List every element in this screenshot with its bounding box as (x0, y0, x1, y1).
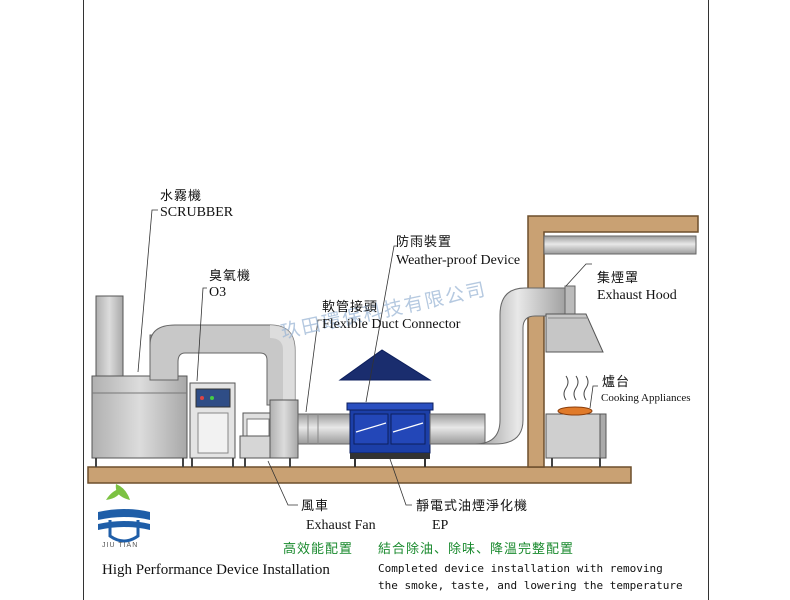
leader-lines (137, 209, 598, 506)
floor-slab (87, 466, 632, 484)
weather-proof-label-zh: 防雨裝置 (396, 235, 453, 250)
supply-duct (429, 287, 571, 445)
flexible-connector (297, 413, 351, 445)
flex-duct-label-zh: 軟管接頭 (322, 300, 379, 315)
fan-label-zh: 風車 (301, 499, 330, 514)
company-logo (98, 484, 150, 543)
scrubber-label-zh: 水霧機 (160, 189, 203, 204)
return-duct (149, 324, 296, 406)
scrubber-label-en: SCRUBBER (160, 205, 234, 220)
ozone-label-en: O3 (209, 285, 227, 300)
hood-label-en: Exhaust Hood (597, 288, 677, 303)
ceiling-duct (543, 235, 697, 255)
footer-desc-line1: Completed device installation with remov… (378, 562, 663, 575)
footer-subtitle-zh: 結合除油、除味、降溫完整配置 (378, 542, 575, 557)
stove-label-zh: 爐台 (602, 375, 631, 390)
diagram-frame (83, 0, 709, 600)
electrostatic-precipitator (346, 402, 434, 467)
weather-proof-cap (338, 349, 432, 381)
exhaust-hood (545, 285, 604, 353)
footer-desc-line2: the smoke, taste, and lowering the tempe… (378, 579, 683, 592)
ep-label-en: EP (432, 518, 449, 533)
footer-title-zh: 高效能配置 (283, 542, 354, 557)
ep-label-zh: 靜電式油煙淨化機 (416, 499, 529, 514)
fan-label-en: Exhaust Fan (306, 518, 376, 533)
exhaust-fan (239, 399, 299, 467)
ozone-label-zh: 臭氧機 (209, 269, 252, 284)
cooking-appliance (545, 375, 607, 467)
weather-proof-label-en: Weather-proof Device (396, 253, 521, 268)
footer-title-en: High Performance Device Installation (102, 562, 330, 578)
logo-text: JIU TIAN (102, 542, 139, 549)
stove-label-en: Cooking Appliances (601, 392, 691, 404)
kitchen-wall (527, 215, 699, 468)
hood-label-zh: 集煙罩 (597, 271, 640, 286)
flex-duct-label-en: Flexible Duct Connector (322, 317, 461, 332)
ozone-generator (189, 382, 236, 467)
scrubber-unit (91, 295, 188, 467)
